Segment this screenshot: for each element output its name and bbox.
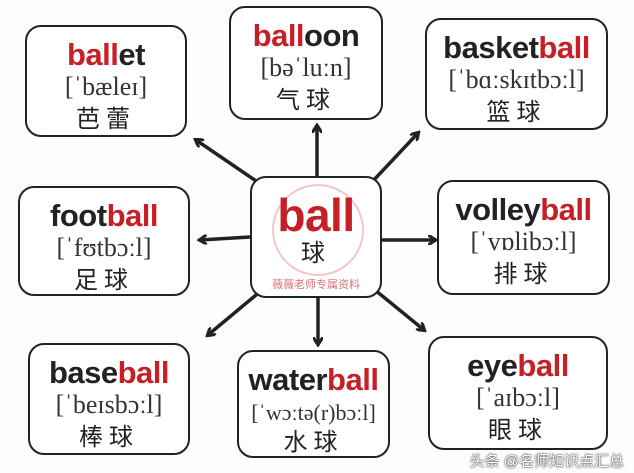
phonetic: [ˈbeɪsbɔːl] bbox=[55, 390, 163, 419]
word-black-part: foot bbox=[50, 198, 107, 233]
arrow-eyeball bbox=[373, 288, 424, 330]
chinese-meaning: 足球 bbox=[74, 265, 134, 294]
chinese-meaning: 眼球 bbox=[488, 415, 548, 444]
phonetic: [ˈwɔːtə(r)bɔːl] bbox=[251, 400, 376, 425]
word-black-part: basket bbox=[443, 30, 539, 65]
chinese-meaning: 气球 bbox=[276, 85, 336, 114]
arrow-baseball bbox=[208, 288, 264, 335]
phonetic: [ˈbæleɪ] bbox=[64, 72, 148, 101]
english-word: ballet bbox=[27, 39, 185, 70]
chinese-meaning: 芭蕾 bbox=[76, 104, 136, 133]
word-black-part: water bbox=[248, 362, 328, 397]
arrow-basketball bbox=[370, 133, 418, 184]
center-chinese: 球 bbox=[301, 239, 331, 267]
word-red-part: ball bbox=[252, 18, 305, 53]
arrow-ballet bbox=[196, 140, 263, 187]
english-word: balloon bbox=[231, 20, 381, 51]
phonetic: [ˈvɒlibɔːl] bbox=[470, 227, 577, 256]
watermark: 头条 @名师知识点汇总 bbox=[469, 453, 624, 470]
word-black-part: base bbox=[48, 355, 118, 390]
phonetic: [bəˈluːn] bbox=[260, 53, 352, 82]
word-red-part: ball bbox=[106, 198, 159, 233]
word-red-part: ball bbox=[538, 30, 590, 65]
word-box-ballet: ballet [ˈbæleɪ] 芭蕾 bbox=[25, 25, 187, 137]
english-word: baseball bbox=[30, 357, 188, 388]
english-word: basketball bbox=[427, 32, 606, 63]
word-box-eyeball: eyeball [ˈaɪbɔːl] 眼球 bbox=[428, 336, 608, 450]
word-black-part: et bbox=[118, 37, 145, 72]
english-word: football bbox=[20, 200, 188, 231]
word-red-part: ball bbox=[117, 355, 170, 390]
arrow-football bbox=[200, 237, 251, 240]
word-black-part: eye bbox=[467, 348, 518, 383]
word-box-volleyball: volleyball [ˈvɒlibɔːl] 排球 bbox=[437, 180, 610, 295]
word-red-part: ball bbox=[517, 348, 569, 383]
chinese-meaning: 水球 bbox=[283, 428, 344, 457]
center-box: ball 球 薇薇老师专属资料 bbox=[250, 176, 382, 298]
chinese-meaning: 棒球 bbox=[79, 422, 139, 451]
word-box-basketball: basketball [ˈbɑːskɪtbɔːl] 篮球 bbox=[425, 18, 608, 130]
word-box-baseball: baseball [ˈbeɪsbɔːl] 棒球 bbox=[28, 343, 190, 455]
stamp bbox=[272, 184, 364, 276]
word-red-part: ball bbox=[67, 37, 119, 72]
word-red-part: ball bbox=[327, 362, 379, 397]
phonetic: [ˈaɪbɔːl] bbox=[476, 383, 560, 412]
stamp-text: 薇薇老师专属资料 bbox=[272, 279, 360, 291]
english-word: waterball bbox=[239, 364, 388, 395]
word-box-balloon: balloon [bəˈluːn] 气球 bbox=[229, 6, 383, 120]
word-box-football: football [ˈfʊtbɔːl] 足球 bbox=[18, 186, 190, 296]
word-red-part: ball bbox=[540, 192, 592, 227]
phonetic: [ˈbɑːskɪtbɔːl] bbox=[448, 65, 585, 94]
english-word: eyeball bbox=[430, 350, 606, 381]
english-word: volleyball bbox=[439, 194, 608, 225]
phonetic: [ˈfʊtbɔːl] bbox=[56, 233, 152, 262]
word-box-waterball: waterball [ˈwɔːtə(r)bɔːl] 水球 bbox=[237, 350, 390, 458]
chinese-meaning: 篮球 bbox=[486, 97, 547, 126]
word-black-part: volley bbox=[455, 192, 541, 227]
center-word: ball bbox=[277, 189, 355, 241]
chinese-meaning: 排球 bbox=[493, 259, 554, 288]
word-black-part: oon bbox=[304, 18, 360, 53]
